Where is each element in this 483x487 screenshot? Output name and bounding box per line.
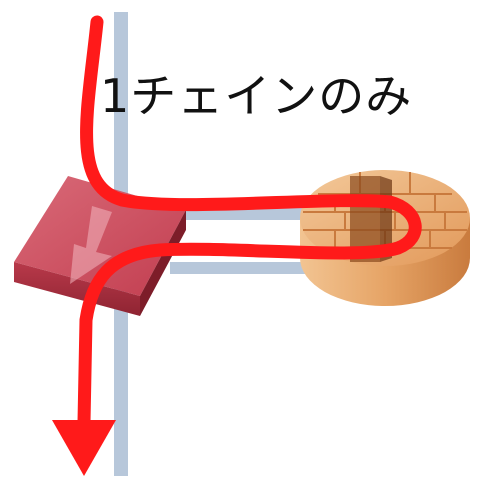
brick-firewall-icon [300, 170, 470, 306]
flow-arrow-icon [52, 15, 422, 476]
connector-line-bottom [170, 262, 330, 274]
caption-title: 1チェインのみ [100, 69, 413, 123]
